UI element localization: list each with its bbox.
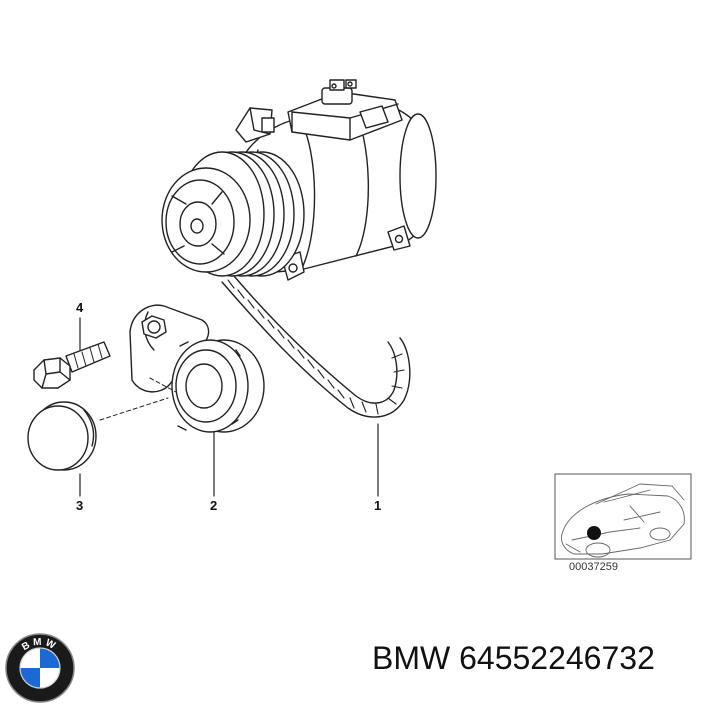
bolt bbox=[33, 341, 111, 389]
part-caption: BMW 64552246732 bbox=[372, 640, 655, 677]
cap bbox=[27, 401, 97, 471]
part-number: 64552246732 bbox=[459, 640, 655, 676]
callout-3: 3 bbox=[76, 498, 84, 513]
callout-4: 4 bbox=[76, 300, 84, 315]
brand-name: BMW bbox=[372, 640, 451, 676]
vehicle-location-inset bbox=[554, 473, 692, 560]
belt-tensioner bbox=[129, 304, 265, 433]
diagram-reference-number: 00037259 bbox=[569, 561, 618, 573]
ac-compressor bbox=[161, 79, 437, 281]
callout-1: 1 bbox=[374, 498, 382, 513]
leader-lines bbox=[79, 317, 379, 497]
drive-belt bbox=[221, 275, 411, 418]
callout-2: 2 bbox=[210, 498, 218, 513]
bmw-logo-icon: BMW bbox=[5, 633, 75, 703]
svg-text:BMW: BMW bbox=[20, 637, 59, 653]
